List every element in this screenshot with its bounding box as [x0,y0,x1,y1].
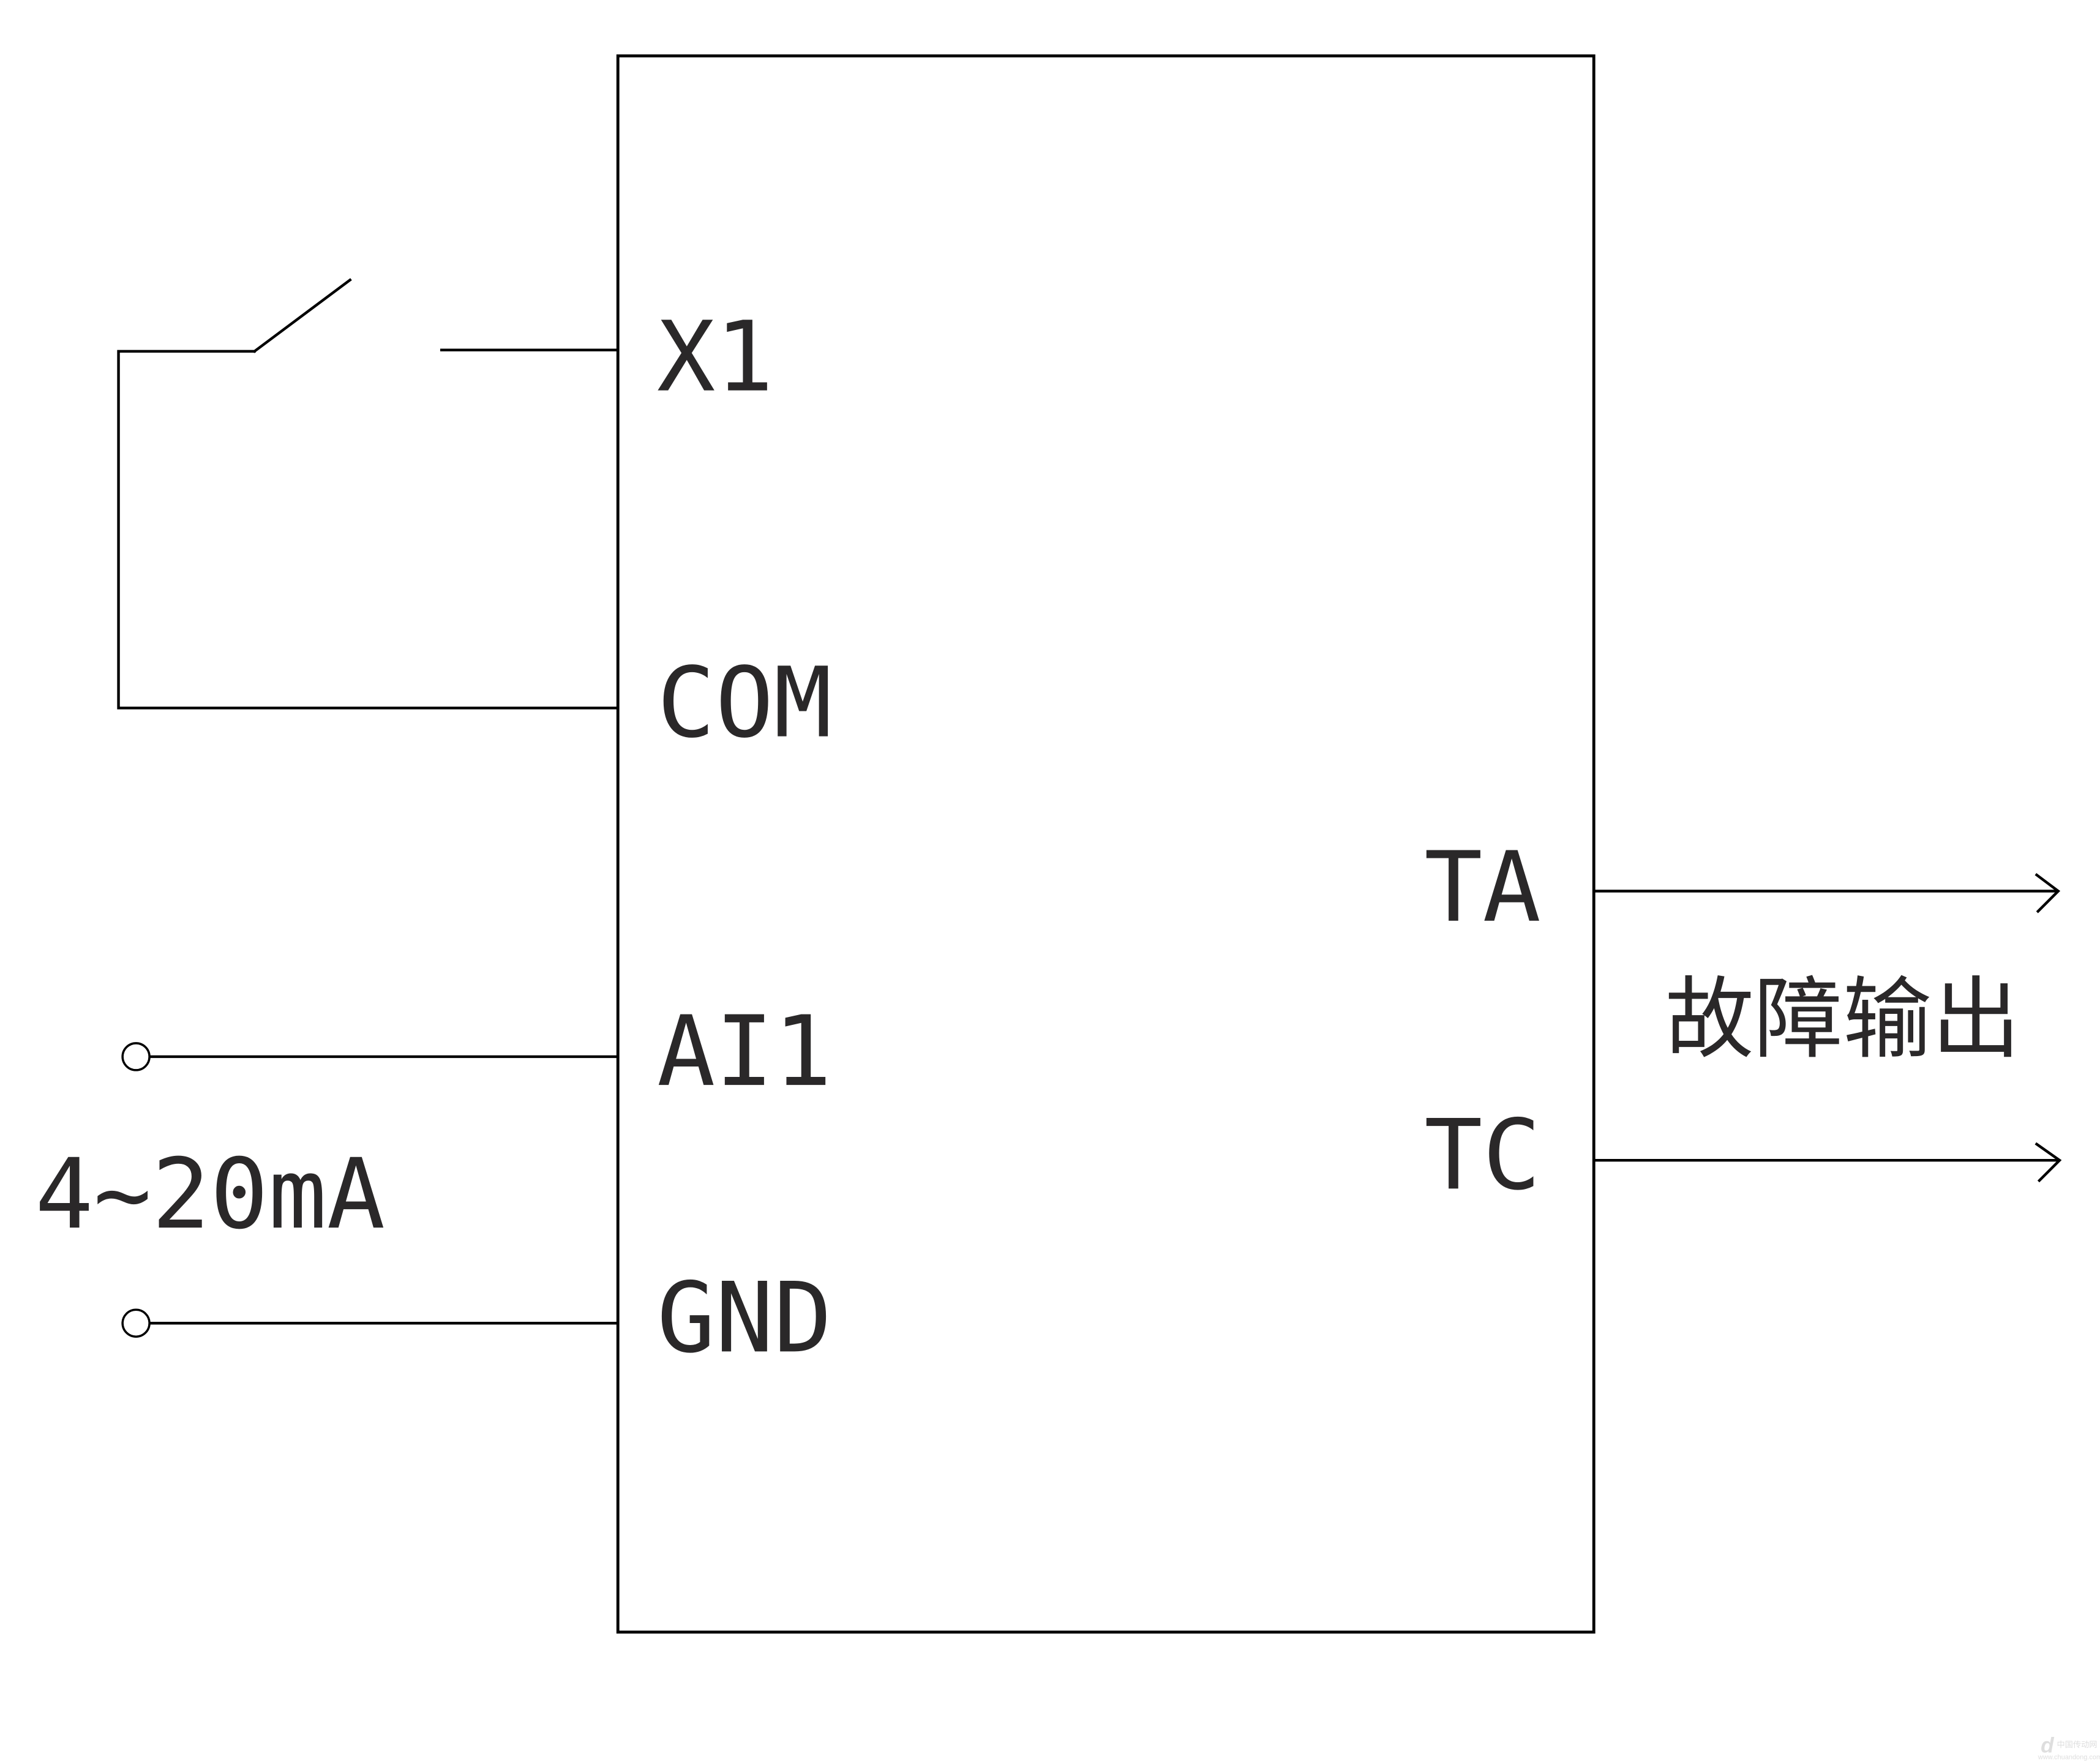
watermark-logo-icon: d [2041,1734,2055,1758]
fault-output-circuit [1592,873,2062,1183]
device-box [616,54,1596,1634]
terminal-label-ai1: AI1 [657,995,832,1108]
input-signal-label: 4~20mA [35,1138,385,1251]
terminal-label-x1: X1 [657,301,774,414]
terminal-label-gnd: GND [657,1262,832,1374]
terminal-label-ta: TA [1424,831,1541,944]
terminal-label-tc: TC [1424,1099,1541,1212]
watermark: d 中国传动网 www.chuandong.com [2038,1734,2100,1761]
watermark-cn-text: 中国传动网 [2057,1740,2098,1749]
switch-blade-icon [252,278,352,353]
analog-input-circuit [121,1042,618,1338]
switch-circuit [117,278,620,710]
fault-output-label: 故障输出 [1665,968,2020,1071]
ai-terminal-icon [121,1042,151,1071]
gnd-terminal-icon [121,1308,151,1338]
tc-arrow-icon [2034,1142,2062,1183]
ta-arrow-icon [2034,873,2061,913]
terminal-label-com: COM [657,647,832,760]
watermark-url: www.chuandong.com [2038,1754,2100,1761]
com-wire [117,350,620,710]
